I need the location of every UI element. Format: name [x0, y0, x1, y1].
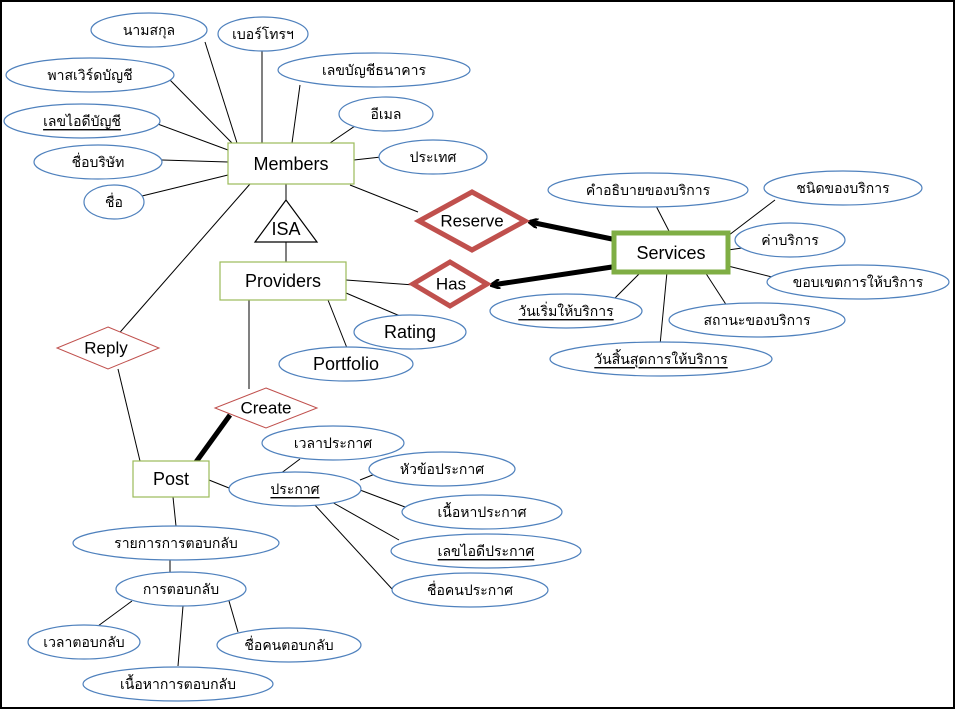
relationship-reserve: Reserve: [413, 189, 531, 253]
attr-start-date: [489, 293, 643, 329]
attr-reply: [115, 571, 247, 607]
reserve-label: Reserve: [440, 212, 503, 231]
label-status: สถานะของบริการ: [703, 312, 811, 328]
attr-country: [378, 139, 488, 175]
attributes: [3, 12, 950, 702]
label-scope: ขอบเขตการให้บริการ: [793, 274, 924, 290]
relationship-create: Create: [213, 387, 319, 429]
services-has-arrow: [492, 264, 613, 285]
attr-account-id: [3, 103, 161, 139]
attr-announce-topic: [368, 451, 516, 487]
label-account-id: เลขไอดีบัญชี: [43, 113, 121, 129]
label-reply-time: เวลาตอบกลับ: [43, 634, 124, 650]
services-label: Services: [636, 243, 705, 263]
attr-scope: [766, 264, 950, 300]
isa-triangle: [253, 198, 319, 243]
label-type: ชนิดของบริการ: [796, 180, 890, 196]
entity-services: Services: [611, 230, 731, 275]
attr-reply-list: [72, 525, 280, 561]
attr-email: [338, 96, 434, 132]
label-announce-content: เนื้อหาประกาศ: [437, 502, 526, 520]
attr-rating: [353, 314, 467, 350]
attr-name: [83, 184, 145, 220]
label-phone: เบอร์โทรฯ: [232, 26, 294, 42]
label-email: อีเมล: [370, 106, 401, 122]
label-portfolio: Portfolio: [313, 354, 379, 374]
attr-reply-content: [82, 666, 274, 702]
relationship-reply: Reply: [55, 326, 161, 370]
has-label: Has: [436, 275, 466, 294]
entity-members: Members: [227, 142, 355, 185]
attr-type: [763, 170, 923, 206]
create-label: Create: [240, 399, 291, 418]
label-password: พาสเวิร์ดบัญชี: [47, 67, 132, 83]
attr-company: [33, 144, 163, 180]
label-announce-topic: หัวข้อประกาศ: [400, 461, 484, 477]
attr-bank-account: [277, 52, 471, 88]
label-country: ประเทศ: [410, 149, 457, 165]
post-create-connector: [193, 413, 233, 464]
attr-lastname: [90, 12, 208, 48]
services-reserve-arrow: [530, 222, 613, 242]
attr-end-date: [549, 341, 773, 377]
label-reply-content: เนื้อหาการตอบกลับ: [120, 674, 236, 692]
label-reply-list: รายการการตอบกลับ: [114, 535, 238, 551]
connector-lines: [97, 41, 781, 667]
label-replier-name: ชื่อคนตอบกลับ: [244, 636, 333, 653]
reply-label: Reply: [84, 339, 128, 358]
label-announce-id: เลขไอดีประกาศ: [438, 543, 535, 559]
label-announcer-name: ชื่อคนประกาศ: [427, 581, 513, 598]
label-announce-time: เวลาประกาศ: [294, 435, 372, 451]
label-company: ชื่อบริษัท: [72, 153, 125, 170]
label-lastname: นามสกุล: [123, 22, 175, 39]
label-start-date: วันเริ่มให้บริการ: [518, 302, 614, 319]
attr-replier-name: [216, 627, 362, 663]
entity-providers: Providers: [219, 261, 347, 301]
label-bank-account: เลขบัญชีธนาคาร: [322, 62, 426, 78]
attr-announcement: [228, 471, 362, 507]
entity-post: Post: [132, 460, 210, 498]
label-fee: ค่าบริการ: [761, 232, 819, 248]
label-description: คำอธิบายของบริการ: [586, 182, 711, 198]
attr-status: [668, 302, 846, 338]
attr-announce-content: [401, 494, 563, 530]
post-label: Post: [153, 469, 189, 489]
attr-fee: [734, 222, 846, 258]
attr-password: [5, 57, 175, 93]
attr-announce-id: [390, 533, 582, 569]
attr-announce-time: [261, 425, 405, 461]
label-reply: การตอบกลับ: [143, 581, 219, 597]
label-rating: Rating: [384, 322, 436, 342]
attr-portfolio: [278, 346, 414, 382]
label-name: ชื่อ: [105, 193, 123, 210]
label-announcement: ประกาศ: [270, 481, 319, 497]
attr-announcer-name: [391, 572, 549, 608]
providers-label: Providers: [245, 271, 321, 291]
attr-reply-time: [27, 624, 141, 660]
label-end-date: วันสิ้นสุดการให้บริการ: [594, 349, 728, 368]
relationship-has: Has: [408, 259, 492, 309]
isa-label: ISA: [271, 219, 300, 239]
attr-phone: [217, 16, 309, 52]
members-label: Members: [253, 154, 328, 174]
attr-description: [547, 172, 749, 208]
